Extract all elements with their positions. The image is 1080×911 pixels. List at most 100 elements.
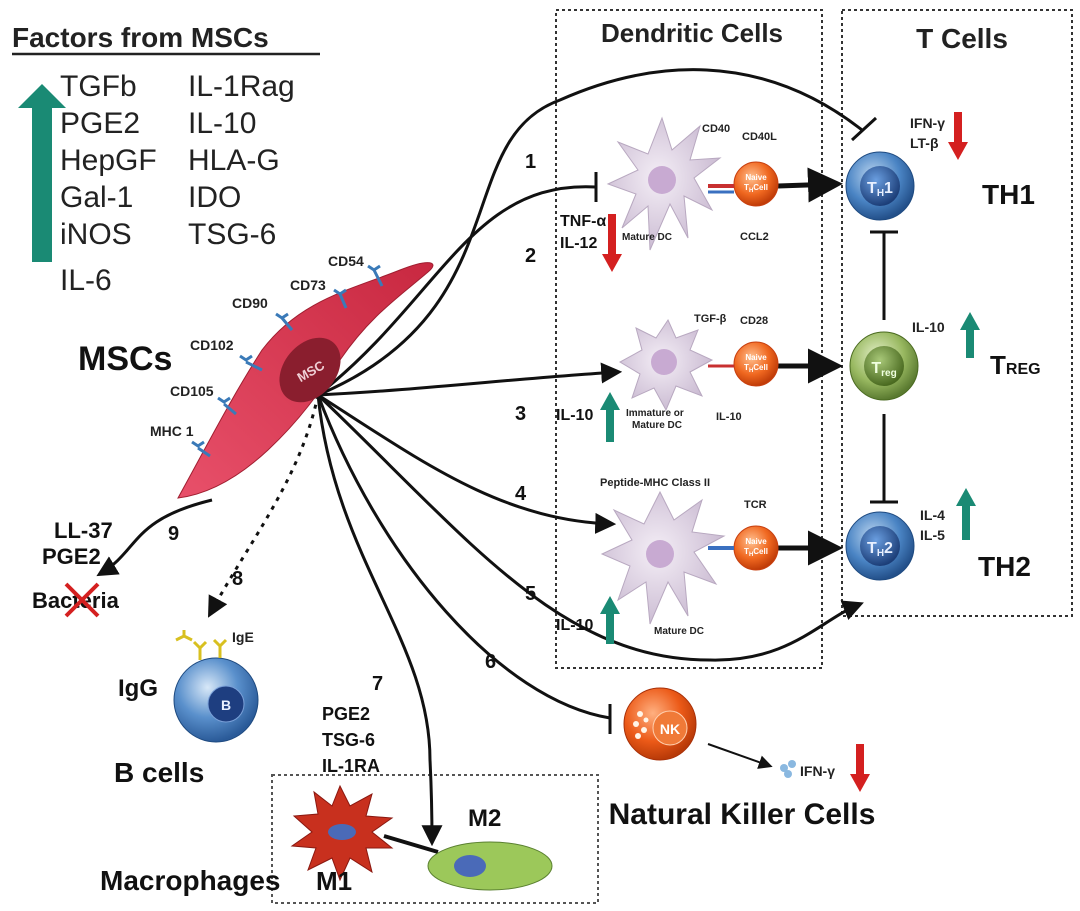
tnf-alpha-label: TNF-α — [560, 213, 606, 230]
up-arrow-icon — [600, 596, 620, 644]
il10-side-label: IL-10 — [556, 617, 593, 634]
dc-cell-label: Mature DC — [654, 626, 704, 637]
factor-item: IL-1Rag — [188, 70, 295, 103]
t-cells-title: T Cells — [916, 23, 1008, 54]
factor-item: Gal-1 — [60, 181, 133, 214]
pathway-number: 4 — [515, 483, 527, 505]
dc-cell-label: Mature DC — [622, 232, 672, 243]
t-cells-box — [841, 9, 1073, 617]
naive-label: Naive — [745, 353, 767, 362]
pathway-1-line — [317, 68, 863, 397]
pathway-3-line — [317, 362, 623, 397]
antibody-icon — [175, 630, 228, 660]
pathway-numbers: 1 2 3 4 5 6 7 8 9 — [168, 151, 536, 695]
macrophage-factor: TSG-6 — [322, 730, 375, 750]
dendritic-cell-1: Naive THCell CD40 CD40L CCL2 Mature DC T… — [560, 116, 779, 272]
pathway-2-line — [317, 185, 597, 397]
dendritic-cell-3: Naive THCell Peptide-MHC Class II TCR Ma… — [556, 477, 779, 644]
ll37-label: LL-37 — [54, 518, 113, 543]
msc-marker-label: CD102 — [190, 337, 234, 353]
nk-cell: NK IFN-γ Natural Killer Cells — [609, 687, 876, 831]
pathway-number: 2 — [525, 245, 536, 267]
factor-item: TSG-6 — [188, 218, 276, 251]
msc-title: MSCs — [78, 340, 172, 378]
treg-cell-label: Treg — [871, 360, 896, 379]
msc-marker-label: CD105 — [170, 383, 214, 399]
msc-marker-label: CD90 — [232, 295, 268, 311]
receptor-icon — [275, 312, 294, 331]
m2-label: M2 — [468, 805, 501, 832]
pathway-1-inhibit-bar — [850, 116, 878, 142]
nk-granules — [633, 711, 649, 739]
msc-nucleus — [279, 337, 341, 403]
pathway-5-line — [316, 393, 864, 662]
receptor-icon — [239, 354, 263, 372]
up-arrow-icon — [18, 84, 66, 262]
treg-label: TREG — [990, 350, 1041, 380]
m1-to-m2-arrow — [383, 834, 439, 854]
pathways — [96, 68, 898, 854]
b-nucleus — [207, 685, 245, 723]
b-cell-label: B — [221, 697, 231, 713]
dc-marker-label: TGF-β — [694, 313, 727, 325]
pathway-number: 7 — [372, 673, 383, 695]
th1-cytokine: IFN-γ — [910, 115, 945, 131]
bacteria-group: LL-37 PGE2 Bacteria — [32, 518, 120, 618]
nk-nucleus — [652, 710, 688, 746]
pathway-number: 1 — [525, 151, 536, 173]
ifn-particles-icon — [780, 760, 796, 778]
nk-to-ifn-arrow — [707, 743, 773, 769]
receptor-icon — [367, 264, 384, 287]
th2-label: TH2 — [978, 551, 1031, 582]
factors-column-2: IL-1Rag IL-10 HLA-G IDO TSG-6 — [188, 70, 295, 251]
receptor-icon — [191, 440, 211, 458]
pathway-number: 6 — [485, 651, 496, 673]
msc-marker-label: CD73 — [290, 277, 326, 293]
pathway-9-line — [96, 498, 213, 577]
dc-marker-label: CCL2 — [740, 231, 769, 243]
dc-cell-label: Immature or — [626, 408, 684, 419]
dc-nucleus — [651, 349, 677, 375]
dc1-to-th1-arrow — [777, 167, 843, 203]
th1-cell: TH1 IFN-γ LT-β TH1 — [845, 112, 1035, 221]
factor-item: HLA-G — [188, 144, 280, 177]
dc-marker-label: CD28 — [740, 315, 768, 327]
th1-cell-label: TH1 — [867, 180, 893, 199]
msc-receptors — [191, 264, 384, 458]
cross-icon — [64, 582, 100, 618]
naive-label: THCell — [744, 363, 768, 374]
dc-marker-label: CD40L — [742, 131, 777, 143]
th2-nucleus — [860, 526, 900, 566]
dc-marker-label: IL-10 — [716, 411, 742, 423]
ige-label: IgE — [232, 629, 254, 645]
treg-cell: Treg IL-10 TREG — [849, 312, 1041, 401]
pathway-7-line — [316, 394, 443, 847]
dc-marker-label: CD40 — [702, 123, 730, 135]
factor-item: IL-6 — [60, 264, 112, 297]
il12-label: IL-12 — [560, 235, 597, 252]
factor-item: TGFb — [60, 70, 137, 103]
m1-macrophage: M1 — [290, 784, 394, 896]
naive-label: Naive — [745, 537, 767, 546]
naive-label: THCell — [744, 547, 768, 558]
th2-cytokine: IL-4 — [920, 507, 945, 523]
th1-nucleus — [860, 166, 900, 206]
factor-item: iNOS — [60, 218, 132, 251]
receptor-icon — [217, 396, 237, 416]
factors-heading: Factors from MSCs — [12, 22, 269, 53]
il10-side-label: IL-10 — [556, 407, 593, 424]
th2-cell-label: TH2 — [867, 540, 893, 559]
dendritic-cells-box — [555, 9, 823, 669]
up-arrow-icon — [960, 312, 980, 358]
b-cell: B IgE IgG B cells — [114, 629, 259, 788]
pathway-number: 9 — [168, 523, 179, 545]
factor-item: PGE2 — [60, 107, 140, 140]
m2-macrophage: M2 — [427, 805, 553, 891]
nk-title: Natural Killer Cells — [609, 798, 876, 831]
th1-label: TH1 — [982, 179, 1035, 210]
pge2-label: PGE2 — [42, 544, 101, 569]
factor-item: IL-10 — [188, 107, 256, 140]
macrophages-title: Macrophages — [100, 865, 281, 896]
receptor-icon — [333, 288, 348, 309]
